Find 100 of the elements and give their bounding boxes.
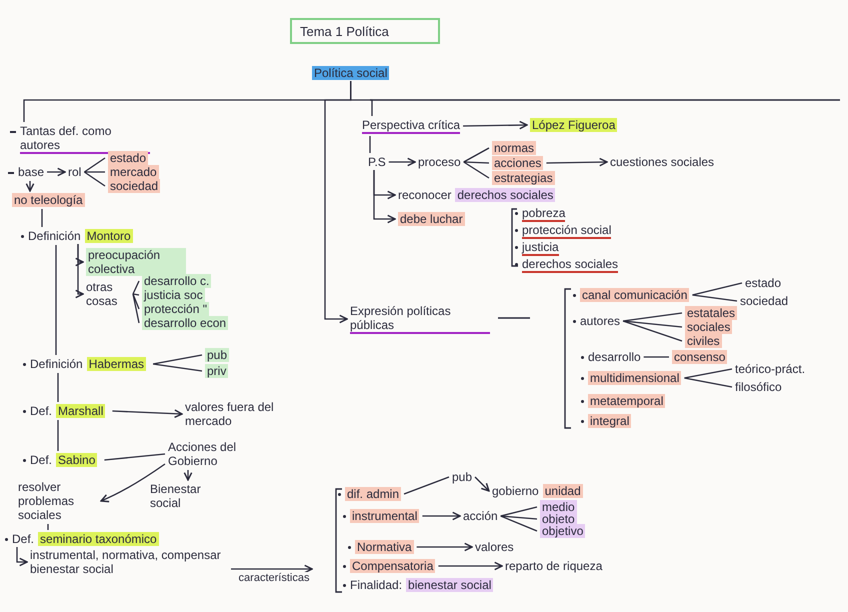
note-text: rol — [68, 165, 82, 179]
highlighted-term: normas — [492, 141, 536, 155]
note-text: gobierno — [492, 484, 539, 498]
note-text: justicia — [522, 240, 559, 256]
highlighted-term: seminario taxonómico — [38, 532, 159, 546]
connector-line — [692, 294, 738, 302]
highlighted-term: instrumental — [350, 509, 420, 523]
note-text: reconocer — [398, 188, 452, 202]
note-text: Perspectiva crítica — [362, 118, 460, 134]
note-text: Acciones del Gobierno — [168, 440, 250, 468]
connector-line — [47, 524, 49, 530]
note-text: Def. — [30, 453, 52, 467]
note-text: instrumental, normativa, compensar bienestar social — [30, 548, 230, 576]
note-text: filosófico — [735, 380, 782, 394]
highlighted-term: consenso — [672, 350, 728, 364]
title-box: Tema 1 Política — [290, 18, 440, 44]
note-text: resolver problemas sociales — [18, 480, 98, 522]
note-text: Definición — [28, 229, 81, 243]
highlighted-term: priv — [205, 364, 228, 378]
highlighted-term: civiles — [685, 334, 722, 348]
highlighted-term: objetivo — [540, 524, 586, 538]
connector-line — [132, 280, 140, 294]
highlighted-term: unidad — [542, 484, 583, 498]
arrow — [388, 158, 416, 166]
note-text: protección social — [522, 223, 612, 239]
connector-line — [404, 476, 450, 495]
highlighted-term: debe luchar — [398, 212, 465, 226]
note-text: acción — [463, 509, 498, 523]
connector-line — [684, 377, 732, 388]
highlighted-term: no teleología — [12, 193, 85, 207]
note-text: proceso — [418, 155, 461, 169]
connector-line — [152, 354, 202, 365]
note-text: Bienestar social — [150, 482, 210, 510]
note-text: otras cosas — [86, 280, 130, 308]
connector-line — [692, 282, 742, 296]
arrow — [184, 470, 192, 481]
highlighted-term: estado — [108, 151, 148, 165]
highlighted-term: multidimensional — [588, 371, 682, 385]
connector-line — [152, 363, 202, 372]
highlighted-term: protección " — [142, 302, 209, 316]
connector-line — [644, 356, 669, 358]
arrow — [100, 463, 166, 502]
note-text: teórico-práct. — [735, 362, 806, 376]
connector-line — [463, 147, 490, 163]
arrow — [112, 409, 183, 418]
note-text: Definición — [30, 357, 83, 371]
connector-line — [622, 312, 682, 322]
highlighted-term: pub — [205, 348, 230, 362]
highlighted-term: sociedad — [108, 179, 160, 193]
arrow — [75, 244, 84, 298]
connector-line — [57, 420, 59, 451]
note-text: Finalidad: — [350, 578, 402, 592]
connector-line — [464, 161, 490, 164]
arrow — [26, 181, 34, 192]
highlighted-term: Compensatoria — [350, 559, 436, 573]
note-text: Def. — [30, 404, 52, 418]
highlighted-term: Política social — [312, 66, 390, 80]
highlighted-term: estatales — [685, 306, 738, 320]
highlighted-term: Sabino — [56, 453, 98, 467]
arrow — [474, 476, 490, 492]
connector-line — [463, 161, 490, 179]
note-text: valores — [475, 540, 514, 554]
connector-line — [41, 209, 43, 227]
highlighted-term: dif. admin — [345, 487, 402, 501]
highlighted-term: justicia soc — [142, 288, 205, 302]
connector-line — [132, 294, 140, 310]
arrow — [416, 542, 473, 552]
edge-label: características — [236, 572, 312, 584]
highlighted-term: sociales — [685, 320, 732, 334]
connector-line — [622, 320, 682, 342]
connector-line — [500, 515, 538, 520]
note-text: base — [18, 165, 44, 179]
highlighted-term: Normativa — [355, 540, 414, 554]
highlighted-term: estrategias — [492, 171, 555, 185]
arrow — [546, 158, 608, 166]
highlighted-term: desarrollo c. — [142, 274, 212, 288]
arrow — [324, 81, 352, 324]
connector-line — [84, 171, 105, 173]
arrow — [231, 564, 313, 574]
highlighted-term: derechos sociales — [455, 188, 556, 202]
connector-line — [369, 136, 371, 153]
note-text: Def. — [12, 532, 34, 546]
connector-line — [55, 245, 57, 355]
highlighted-term: metatemporal — [588, 394, 666, 408]
arrow — [463, 120, 528, 130]
highlighted-term: canal comunicación — [580, 288, 690, 302]
note-text: Expresión políticas públicas — [350, 304, 490, 334]
highlighted-term: bienestar social — [406, 578, 494, 592]
highlighted-term: acciones — [492, 156, 544, 170]
note-text: pobreza — [522, 206, 566, 222]
connector-line — [132, 293, 140, 296]
note-text: P.S — [368, 155, 386, 169]
connector-line — [132, 294, 140, 324]
highlighted-term: López Figueroa — [530, 118, 618, 132]
arrow — [16, 547, 28, 566]
connector-line — [84, 171, 106, 187]
connector-line — [622, 320, 682, 328]
highlighted-term: desarrollo econ — [142, 316, 228, 330]
note-text: sociedad — [740, 294, 788, 308]
note-text: autores — [580, 314, 620, 328]
